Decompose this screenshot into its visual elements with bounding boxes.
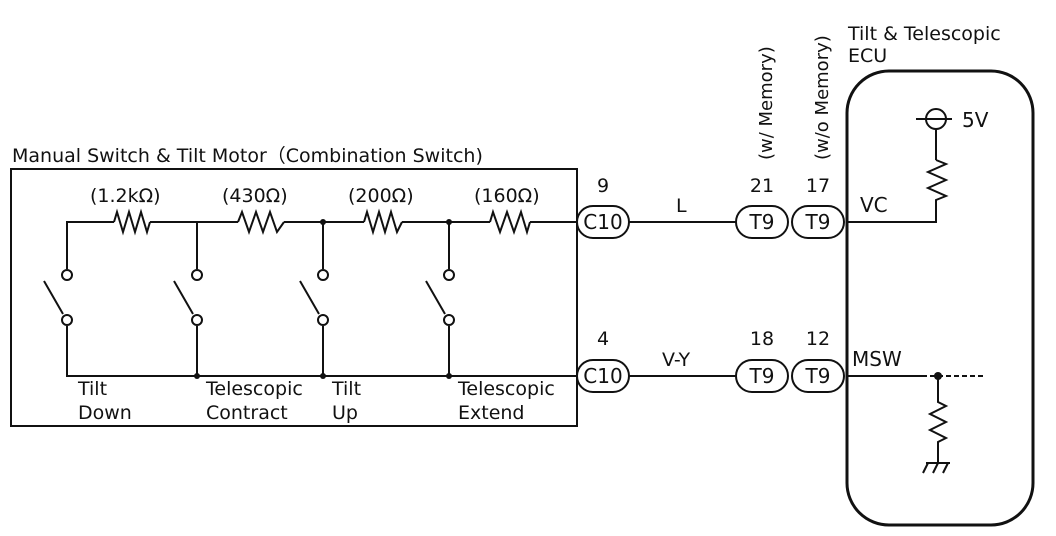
connector-t9-nomem-bottom: T9 12 xyxy=(791,328,845,393)
wire-v-y-label: V-Y xyxy=(662,349,690,371)
switch-assembly-title: Manual Switch & Tilt Motor（Combination S… xyxy=(12,145,483,167)
ecu-title-line1: Tilt & Telescopic xyxy=(847,23,1001,45)
switch-assembly-box xyxy=(10,168,578,427)
switch-label-tele-extend-1: Telescopic xyxy=(457,378,555,400)
resistor-3 xyxy=(363,208,403,236)
variant-with-memory: (w/ Memory) xyxy=(756,46,777,160)
switch-label-tilt-up-1: Tilt xyxy=(331,378,361,400)
supply-5v-symbol xyxy=(916,108,952,160)
switch-label-tilt-down-1: Tilt xyxy=(77,378,107,400)
resistor-3-label: (200Ω) xyxy=(348,185,414,207)
connector-t9-mem-top-pin: 21 xyxy=(750,175,774,197)
resistor-4-label: (160Ω) xyxy=(474,185,540,207)
top-rail xyxy=(66,221,580,269)
connector-t9-nomem-top-pin: 17 xyxy=(806,175,830,197)
connector-t9-mem-top-name: T9 xyxy=(749,210,775,234)
connector-t9-mem-bottom: T9 18 xyxy=(735,328,789,393)
connector-t9-nomem-top-name: T9 xyxy=(805,210,831,234)
supply-5v-label: 5V xyxy=(962,108,989,132)
connector-t9-mem-bottom-pin: 18 xyxy=(750,328,774,350)
connector-c10-bottom-name: C10 xyxy=(583,364,622,388)
ground-symbol xyxy=(922,462,950,474)
switch-label-tele-contract-1: Telescopic xyxy=(205,378,303,400)
connector-c10-bottom-pin: 4 xyxy=(597,328,609,350)
connector-c10-top-pin: 9 xyxy=(597,175,609,197)
pulldown-resistor xyxy=(927,376,949,462)
junction-node xyxy=(446,373,452,379)
pullup-resistor xyxy=(847,159,949,223)
connector-c10-bottom: C10 4 xyxy=(576,328,630,393)
switch-label-tilt-up-2: Up xyxy=(332,402,358,424)
msw-label: MSW xyxy=(852,347,902,371)
connector-t9-mem-top: T9 21 xyxy=(735,175,789,239)
resistor-4 xyxy=(489,208,531,236)
junction-node xyxy=(194,373,200,379)
variant-without-memory: (w/o Memory) xyxy=(812,35,833,160)
switch-telescopic-extend xyxy=(425,269,455,326)
junction-node xyxy=(320,373,326,379)
connector-c10-top-name: C10 xyxy=(583,210,622,234)
connector-t9-nomem-bottom-pin: 12 xyxy=(806,328,830,350)
connector-t9-nomem-bottom-name: T9 xyxy=(805,364,831,388)
switch-tilt-down xyxy=(43,269,73,326)
switch-label-tele-contract-2: Contract xyxy=(206,402,288,424)
connector-c10-top: C10 9 xyxy=(576,175,630,239)
vc-label: VC xyxy=(860,193,888,217)
bottom-rail xyxy=(66,326,580,377)
resistor-1 xyxy=(113,208,151,236)
resistor-2-label: (430Ω) xyxy=(222,185,288,207)
wire-l-label: L xyxy=(676,195,687,217)
switch-tilt-up xyxy=(299,269,329,326)
switch-label-tilt-down-2: Down xyxy=(78,402,132,424)
ecu-box xyxy=(845,69,1035,527)
resistor-1-label: (1.2kΩ) xyxy=(90,185,161,207)
switch-telescopic-contract xyxy=(173,269,203,326)
resistor-2 xyxy=(237,208,285,236)
switch-label-tele-extend-2: Extend xyxy=(458,402,525,424)
ecu-title-line2: ECU xyxy=(848,45,887,67)
connector-t9-mem-bottom-name: T9 xyxy=(749,364,775,388)
connector-t9-nomem-top: T9 17 xyxy=(791,175,845,239)
